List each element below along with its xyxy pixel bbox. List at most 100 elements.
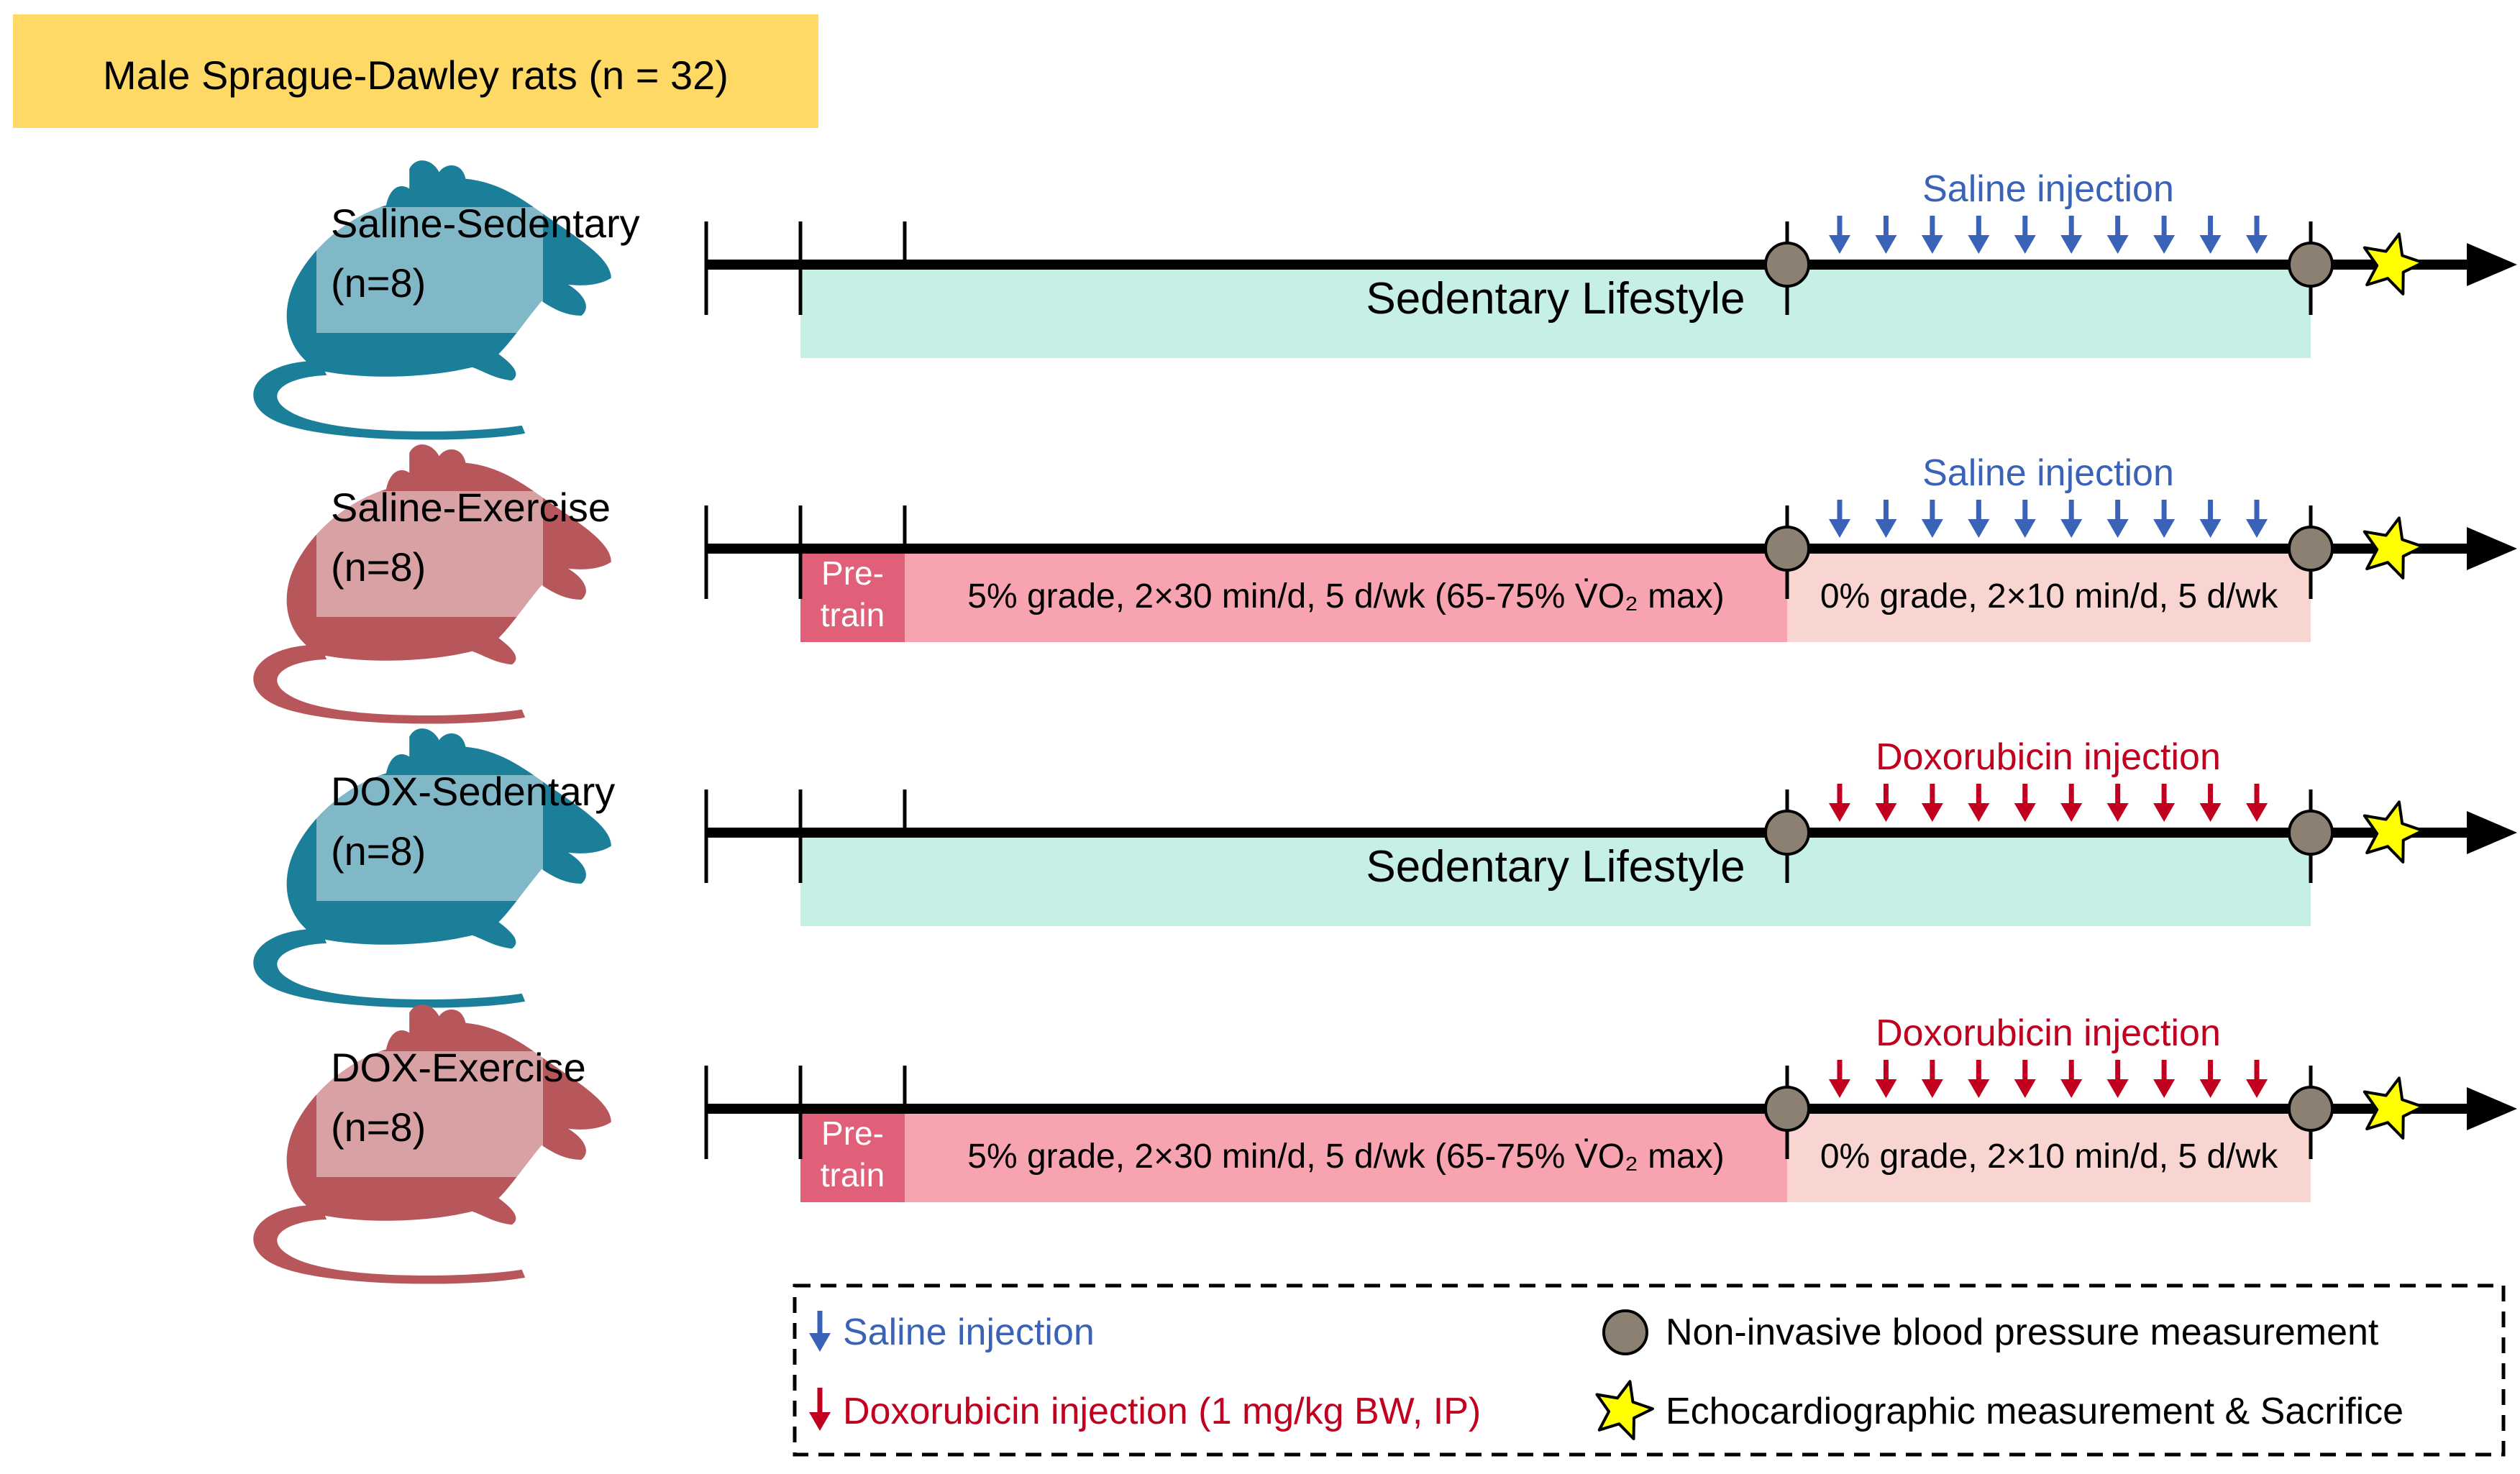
injection-arrow-icon-head — [2246, 803, 2268, 822]
injection-arrow-icon-head — [2199, 803, 2222, 822]
injection-arrow-icon-head — [2060, 235, 2083, 254]
bp-marker — [2288, 810, 2334, 856]
injection-arrow-icon-head — [1875, 803, 1897, 822]
maintenance-label: 0% grade, 2×10 min/d, 5 d/wk — [1820, 1137, 2278, 1176]
bp-marker — [1764, 1086, 1810, 1132]
timeline-arrowhead — [2467, 1087, 2517, 1130]
injection-arrow-icon-head — [1921, 235, 1943, 254]
sedentary-label: Sedentary Lifestyle — [1366, 842, 1745, 892]
injection-arrow-icon-head — [1921, 803, 1943, 822]
sedentary-band — [800, 268, 2311, 358]
bp-marker — [1764, 526, 1810, 572]
legend-echo-star-icon — [1595, 1380, 1654, 1440]
group-name: Saline-Sedentary — [331, 201, 640, 246]
injection-arrow-icon-head — [1968, 519, 1990, 538]
group-n: (n=8) — [331, 1104, 426, 1150]
group-name: DOX-Sedentary — [331, 769, 615, 814]
rat-label-panel — [316, 775, 543, 901]
header-box — [13, 14, 818, 128]
injection-arrow-icon-head — [2014, 519, 2036, 538]
bp-marker — [1764, 810, 1810, 856]
injection-arrow-icon-head — [2106, 1079, 2129, 1098]
header-title: Male Sprague-Dawley rats (n = 32) — [103, 52, 729, 98]
legend-bp-label: Non-invasive blood pressure measurement — [1666, 1312, 2379, 1353]
legend-saline-arrow-icon-head — [809, 1333, 831, 1352]
injection-label: Saline injection — [1922, 168, 2174, 210]
group-n: (n=8) — [331, 828, 426, 874]
injection-arrow-icon-head — [2199, 519, 2222, 538]
injection-arrow-icon-head — [2153, 235, 2176, 254]
group-row: DOX-Exercise (n=8) Pre-train 5% grade, 2×30… — [253, 1004, 2517, 1284]
maintenance-label: 0% grade, 2×10 min/d, 5 d/wk — [1820, 577, 2278, 615]
sedentary-band — [800, 836, 2311, 926]
group-row: DOX-Sedentary (n=8) Sedentary Lifestyle Dox… — [253, 728, 2517, 1008]
training-label: 5% grade, 2×30 min/d, 5 d/wk (65-75% V̇O… — [967, 577, 1724, 615]
legend-dox-arrow-icon-head — [809, 1412, 831, 1431]
rat-label-panel — [316, 491, 543, 617]
timeline-arrowhead — [2467, 527, 2517, 570]
pretrain-label-1: Pre- — [821, 554, 884, 592]
maintenance-band — [1787, 1112, 2311, 1202]
training-band — [905, 552, 1787, 642]
injection-arrow-icon-head — [2153, 519, 2176, 538]
group-n: (n=8) — [331, 260, 426, 306]
legend-border — [793, 1283, 2506, 1457]
injection-arrow-icon-head — [1875, 235, 1897, 254]
bp-marker — [2288, 1086, 2334, 1132]
rat-label-panel — [316, 207, 543, 333]
injection-arrow-icon-head — [2199, 1079, 2222, 1098]
injection-arrow-icon-head — [2106, 235, 2129, 254]
injection-arrow-icon-head — [2246, 235, 2268, 254]
pretrain-label-1: Pre- — [821, 1114, 884, 1152]
injection-arrow-icon-head — [2199, 235, 2222, 254]
injection-label: Saline injection — [1922, 452, 2174, 494]
echo-star-icon — [2362, 800, 2424, 864]
rat-label-panel — [316, 1051, 543, 1177]
pretrain-label-2: train — [821, 596, 885, 633]
injection-arrow-icon-head — [2153, 803, 2176, 822]
injection-arrow-icon-head — [2014, 803, 2036, 822]
injection-arrow-icon-head — [1829, 235, 1850, 254]
timeline-arrowhead — [2467, 243, 2517, 286]
injection-arrow-icon-head — [1829, 519, 1850, 538]
group-name: DOX-Exercise — [331, 1045, 586, 1090]
injection-arrow-icon-head — [2246, 519, 2268, 538]
injection-label: Doxorubicin injection — [1876, 736, 2221, 778]
echo-star-icon — [2362, 1076, 2424, 1140]
pretrain-label-2: train — [821, 1156, 885, 1194]
legend-echo-label: Echocardiographic measurement & Sacrific… — [1666, 1391, 2403, 1432]
injection-arrow-icon-head — [1875, 1079, 1897, 1098]
injection-arrow-icon-head — [1921, 1079, 1943, 1098]
injection-arrow-icon-head — [2246, 1079, 2268, 1098]
injection-arrow-icon-head — [2060, 1079, 2083, 1098]
group-row: Saline-Sedentary (n=8) Sedentary Lifestyle… — [253, 160, 2517, 440]
timeline-arrowhead — [2467, 811, 2517, 854]
injection-arrow-icon-head — [2014, 235, 2036, 254]
legend-saline-label: Saline injection — [843, 1312, 1095, 1353]
legend-bp-icon — [1602, 1309, 1648, 1355]
injection-arrow-icon-head — [1921, 519, 1943, 538]
bp-marker — [2288, 242, 2334, 288]
sedentary-label: Sedentary Lifestyle — [1366, 274, 1745, 324]
injection-arrow-icon-head — [1875, 519, 1897, 538]
injection-arrow-icon-head — [1829, 1079, 1850, 1098]
injection-arrow-icon-head — [2060, 519, 2083, 538]
injection-arrow-icon-head — [1968, 235, 1990, 254]
injection-arrow-icon-head — [1968, 803, 1990, 822]
training-band — [905, 1112, 1787, 1202]
injection-arrow-icon-head — [2060, 803, 2083, 822]
injection-arrow-icon-head — [2106, 519, 2129, 538]
injection-arrow-icon-head — [1968, 1079, 1990, 1098]
training-label: 5% grade, 2×30 min/d, 5 d/wk (65-75% V̇O… — [967, 1137, 1724, 1176]
bp-marker — [1764, 242, 1810, 288]
echo-star-icon — [2362, 516, 2424, 580]
injection-arrow-icon-head — [2014, 1079, 2036, 1098]
injection-arrow-icon-head — [2106, 803, 2129, 822]
pretrain-band — [800, 552, 905, 642]
injection-arrow-icon-head — [1829, 803, 1850, 822]
legend-dox-label: Doxorubicin injection (1 mg/kg BW, IP) — [843, 1391, 1481, 1432]
bp-marker — [2288, 526, 2334, 572]
